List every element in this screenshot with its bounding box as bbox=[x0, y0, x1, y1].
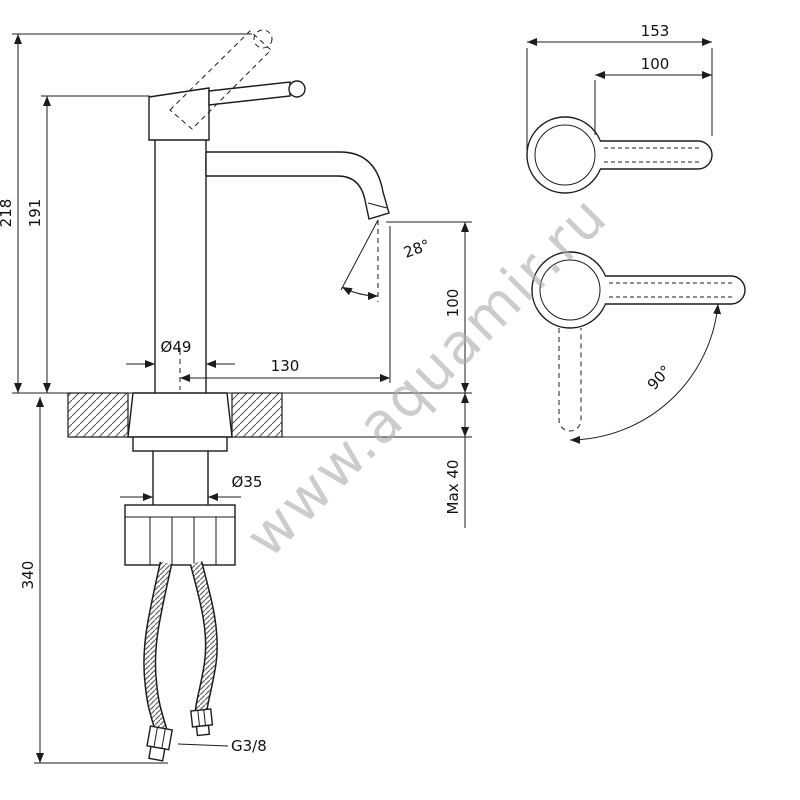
countertop bbox=[12, 392, 472, 438]
dim-body-diameter: Ø49 bbox=[126, 338, 235, 368]
handle-cap bbox=[148, 87, 210, 141]
handle-length-label: 100 bbox=[641, 55, 670, 73]
top-view-closed: 153 100 bbox=[526, 22, 713, 194]
mounting-hardware bbox=[124, 392, 236, 566]
hex-nut bbox=[190, 708, 214, 728]
handle-raised-phantom bbox=[169, 29, 273, 130]
outlet-height-label: 100 bbox=[444, 289, 462, 318]
lever-hidden-lines bbox=[604, 147, 700, 163]
washer bbox=[132, 436, 228, 452]
dim-handle-length: 100 bbox=[594, 55, 712, 135]
leader-line bbox=[177, 743, 229, 747]
shank-diameter-label: Ø35 bbox=[232, 473, 263, 491]
spout-reach-label: 130 bbox=[271, 357, 300, 375]
deck-hatch-right bbox=[231, 392, 283, 438]
angle-arc bbox=[569, 303, 722, 444]
swivel-angle-label: 90° bbox=[644, 362, 675, 394]
stream-angle: 28° bbox=[340, 219, 432, 302]
dim-outlet-height: 100 bbox=[386, 221, 472, 393]
dim-hose-length: 340 bbox=[19, 397, 168, 764]
dim-body-height: 191 bbox=[26, 95, 150, 393]
dim-swivel-angle: 90° bbox=[569, 303, 722, 444]
hose-thread-label: G3/8 bbox=[231, 737, 267, 755]
hex-nut-facets bbox=[153, 727, 166, 749]
overall-length-label: 153 bbox=[641, 22, 670, 40]
connector-tip bbox=[148, 745, 166, 762]
side-view: 28° 218 191 340 Ø49 bbox=[0, 29, 472, 764]
faucet-body bbox=[148, 80, 390, 394]
lever-arm bbox=[208, 81, 291, 106]
handle-lever bbox=[605, 275, 746, 305]
lever-knob bbox=[288, 80, 306, 98]
hose-left-braid bbox=[144, 561, 171, 732]
mounting-nut bbox=[124, 504, 236, 566]
stream-angle-label: 28° bbox=[401, 236, 432, 262]
angle-arc bbox=[341, 286, 379, 301]
dim-overall-height: 218 bbox=[0, 33, 252, 393]
body-column bbox=[154, 139, 207, 394]
body-diameter-label: Ø49 bbox=[161, 338, 192, 356]
aerator-line bbox=[367, 202, 388, 209]
hose-right-connector bbox=[190, 708, 214, 737]
handle-lever bbox=[600, 140, 713, 170]
raised-lever-outline bbox=[169, 30, 272, 130]
body-inner-circle bbox=[534, 124, 596, 186]
connector-tip bbox=[195, 724, 211, 737]
threaded-shank bbox=[152, 450, 209, 506]
dim-spout-reach: 130 bbox=[179, 226, 391, 390]
extension-lines bbox=[526, 48, 713, 150]
body-height-label: 191 bbox=[26, 199, 44, 228]
dim-shank-diameter: Ø35 bbox=[120, 473, 263, 501]
dim-overall-length: 153 bbox=[526, 22, 713, 150]
deck-hatch-left bbox=[67, 392, 129, 438]
stream-line bbox=[340, 219, 379, 291]
hose-right-braid bbox=[191, 561, 217, 713]
supply-hoses bbox=[143, 561, 218, 762]
handle-rotated-phantom bbox=[558, 328, 582, 432]
max-deck-label: Max 40 bbox=[444, 460, 462, 515]
hose-length-label: 340 bbox=[19, 561, 37, 590]
raised-lever-knob bbox=[253, 29, 273, 49]
mounting-nut-ribs bbox=[125, 516, 235, 565]
thread-callout: G3/8 bbox=[177, 737, 267, 755]
hex-nut-facets bbox=[197, 709, 206, 727]
dim-max-deck-thickness: Max 40 bbox=[444, 393, 469, 528]
body-outline-circle bbox=[526, 116, 604, 194]
overall-height-label: 218 bbox=[0, 199, 15, 228]
hose-left-connector bbox=[146, 725, 173, 762]
spout bbox=[205, 151, 390, 220]
mounting-flange bbox=[127, 392, 233, 438]
